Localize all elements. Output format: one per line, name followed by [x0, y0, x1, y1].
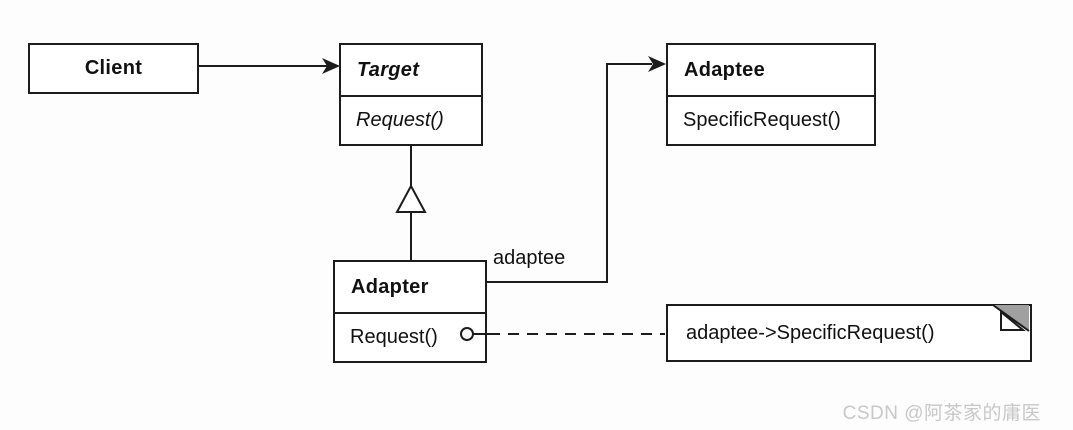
class-box-client: Client — [28, 43, 199, 94]
class-name-adaptee: Adaptee — [668, 45, 874, 97]
class-box-target: Target Request() — [339, 43, 483, 146]
adaptee-role-label: adaptee — [493, 247, 566, 269]
class-box-adaptee: Adaptee SpecificRequest() — [666, 43, 876, 146]
class-name-target: Target — [341, 45, 481, 97]
arrowhead-client-target — [322, 58, 340, 74]
generalization-triangle-icon — [395, 183, 427, 213]
arrowhead-adapter-adaptee — [648, 56, 666, 72]
method-adapter-request: Request() — [350, 326, 438, 348]
method-adaptee-specificrequest: SpecificRequest() — [683, 109, 841, 131]
note-text: adaptee->SpecificRequest() — [686, 321, 935, 344]
class-name-adapter: Adapter — [335, 262, 485, 314]
watermark-text: CSDN @阿茶家的庸医 — [842, 403, 1041, 424]
note-box: adaptee->SpecificRequest() — [666, 304, 1032, 362]
method-target-request: Request() — [356, 109, 444, 131]
class-name-client: Client — [84, 57, 143, 79]
class-box-adapter: Adapter Request() — [333, 260, 487, 363]
